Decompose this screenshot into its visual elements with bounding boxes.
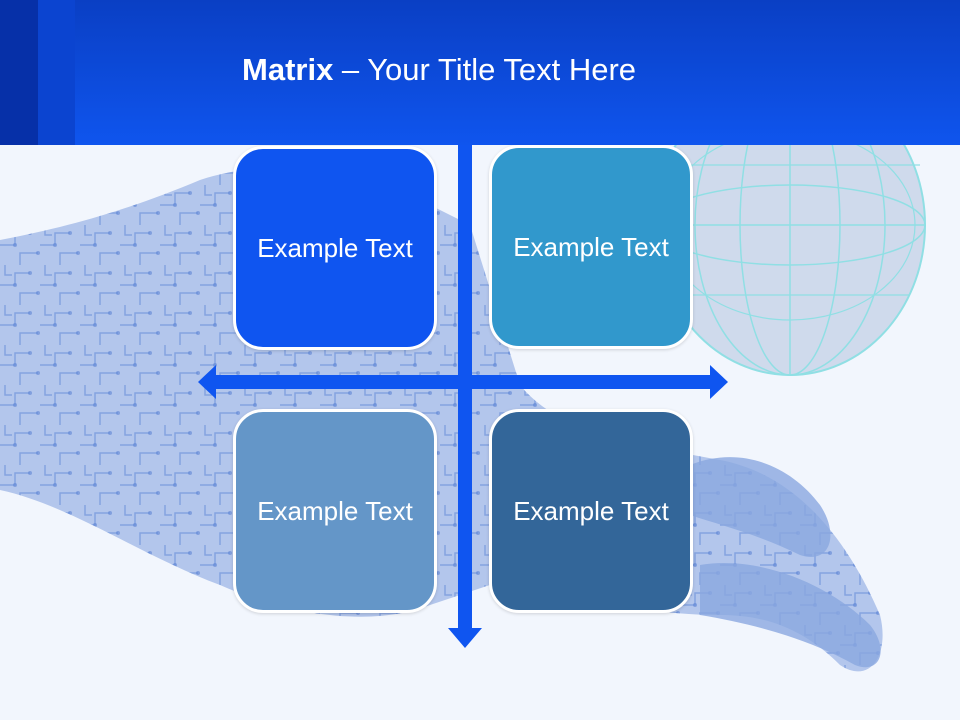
matrix-cell-bottom-left[interactable]: Example Text — [233, 409, 437, 613]
robot-finger-shape — [700, 563, 881, 668]
matrix-cell-top-left[interactable]: Example Text — [233, 146, 437, 350]
title-rest: – Your Title Text Here — [333, 52, 637, 87]
cell-label: Example Text — [513, 232, 669, 262]
header-accent-bar — [0, 0, 38, 145]
cell-label: Example Text — [257, 233, 413, 263]
horizontal-axis — [214, 375, 714, 389]
header-accent-bar — [38, 0, 75, 145]
slide-title[interactable]: Matrix – Your Title Text Here — [242, 50, 636, 90]
robot-finger-shape — [690, 457, 831, 557]
arrow-down-icon — [448, 628, 482, 648]
title-bold: Matrix — [242, 52, 334, 87]
header-banner: Matrix – Your Title Text Here — [0, 0, 960, 145]
arrow-left-icon — [198, 365, 216, 399]
matrix-cell-top-right[interactable]: Example Text — [489, 145, 693, 349]
cell-label: Example Text — [513, 496, 669, 526]
matrix-cell-bottom-right[interactable]: Example Text — [489, 409, 693, 613]
cell-label: Example Text — [257, 496, 413, 526]
arrow-right-icon — [710, 365, 728, 399]
